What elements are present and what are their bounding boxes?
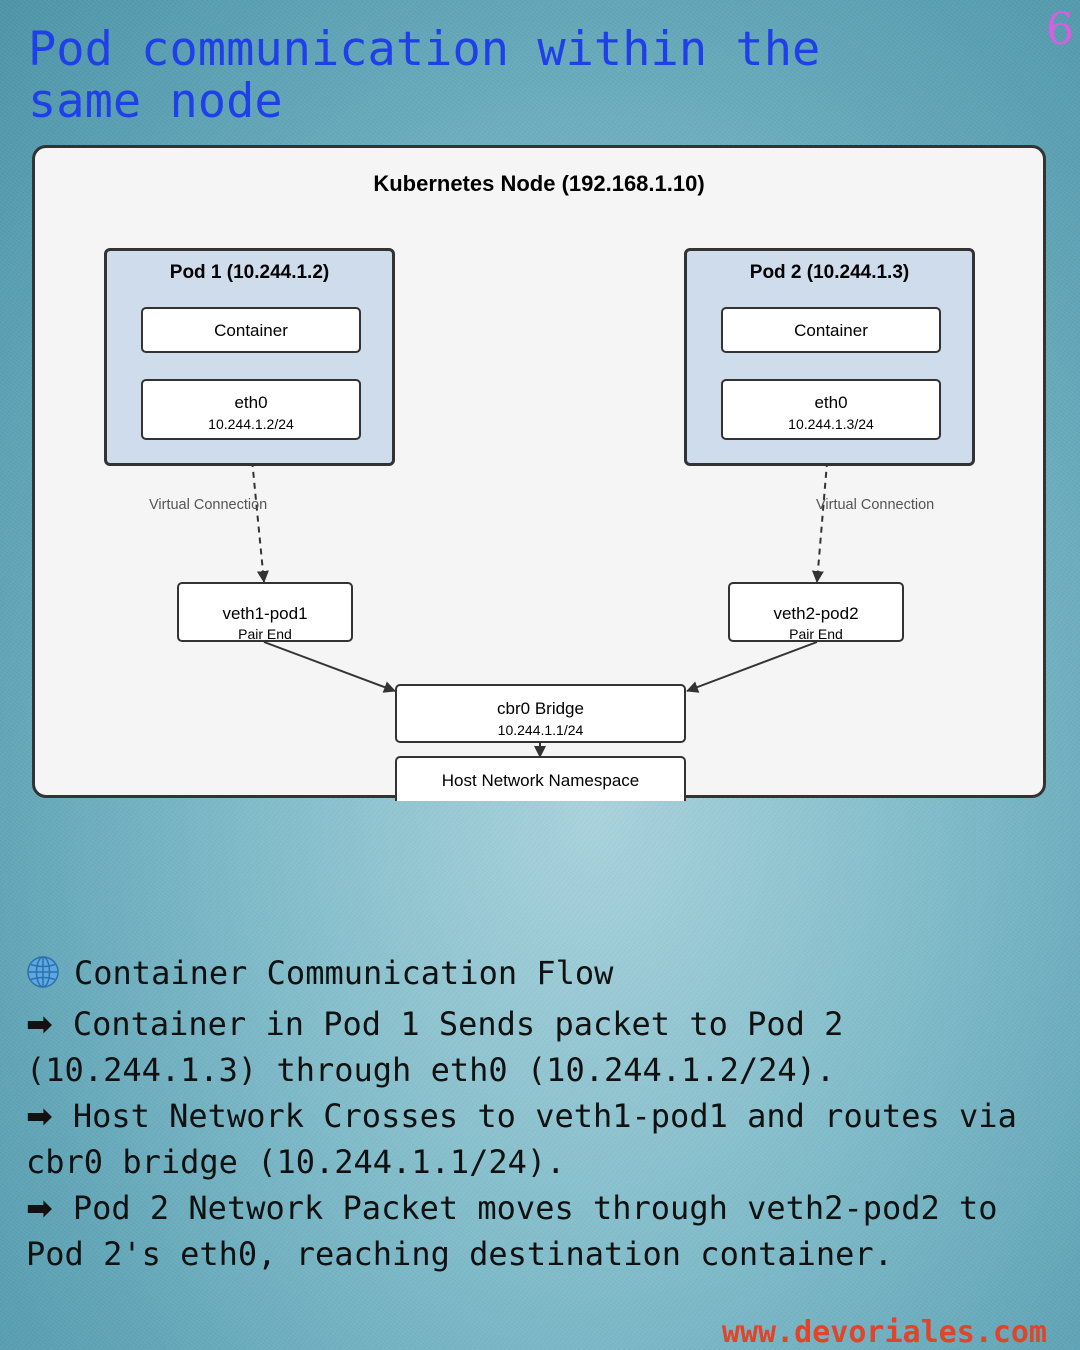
pod-1-container-label: Container	[214, 321, 288, 340]
flow-item-1-text: Container in Pod 1 Sends packet to Pod 2…	[26, 1005, 844, 1089]
right-arrow-icon: ➡	[26, 1189, 53, 1227]
pod-1-eth0-name: eth0	[234, 393, 268, 412]
pod-2-container: Container	[721, 307, 941, 353]
veth2-pod2: veth2-pod2 Pair End	[728, 582, 904, 642]
globe-icon	[26, 955, 60, 1001]
pod-1-title: Pod 1 (10.244.1.2)	[169, 262, 330, 283]
pod-2-eth0-name: eth0	[814, 393, 848, 412]
pod-1-virtual-connection-label: Virtual Connection	[149, 497, 268, 513]
flow-heading-text: Container Communication Flow	[74, 954, 614, 992]
pod-1-container: Container	[141, 307, 361, 353]
flow-item-2: ➡Host Network Crosses to veth1-pod1 and …	[26, 1093, 1066, 1185]
pod-1: Pod 1 (10.244.1.2) Container eth0 10.244…	[104, 248, 395, 466]
page-number: 6	[1046, 4, 1074, 55]
page-title: Pod communication within the same node	[28, 22, 821, 129]
pod-2-eth0-ip: 10.244.1.3/24	[788, 416, 874, 432]
flow-item-3-text: Pod 2 Network Packet moves through veth2…	[26, 1189, 998, 1273]
veth1-name: veth1-pod1	[222, 604, 308, 623]
right-arrow-icon: ➡	[26, 1097, 53, 1135]
node-title: Kubernetes Node (192.168.1.10)	[373, 171, 705, 196]
kubernetes-node-diagram: Kubernetes Node (192.168.1.10) Pod 1 (10…	[32, 145, 1046, 801]
veth2-to-bridge-arrow	[686, 641, 818, 693]
right-arrow-icon: ➡	[26, 1005, 53, 1043]
pod-2-container-label: Container	[794, 321, 868, 340]
flow-item-2-text: Host Network Crosses to veth1-pod1 and r…	[26, 1097, 1017, 1181]
pod-2-title: Pod 2 (10.244.1.3)	[749, 262, 910, 283]
veth1-sub: Pair End	[238, 626, 292, 642]
pod-1-eth0-ip: 10.244.1.2/24	[208, 416, 294, 432]
pod-1-eth0: eth0 10.244.1.2/24	[141, 379, 361, 440]
footer-url[interactable]: www.devoriales.com	[721, 1315, 1047, 1350]
veth1-pod1: veth1-pod1 Pair End	[177, 582, 353, 642]
flow-item-3: ➡Pod 2 Network Packet moves through veth…	[26, 1185, 1066, 1277]
pod-2-eth0: eth0 10.244.1.3/24	[721, 379, 941, 440]
flow-item-1: ➡Container in Pod 1 Sends packet to Pod …	[26, 1001, 1066, 1093]
host-network-namespace: Host Network Namespace	[395, 756, 686, 801]
cbr0-bridge: cbr0 Bridge 10.244.1.1/24	[395, 684, 686, 743]
veth2-sub: Pair End	[789, 626, 843, 642]
pod-2: Pod 2 (10.244.1.3) Container eth0 10.244…	[684, 248, 975, 466]
flow-description: Container Communication Flow ➡Container …	[26, 950, 1066, 1277]
bridge-name: cbr0 Bridge	[497, 699, 584, 718]
veth2-name: veth2-pod2	[773, 604, 859, 623]
flow-heading: Container Communication Flow	[26, 950, 1066, 1001]
veth1-to-bridge-arrow	[263, 641, 396, 693]
bridge-ip: 10.244.1.1/24	[497, 722, 584, 738]
pod-2-virtual-connection-label: Virtual Connection	[816, 497, 935, 513]
host-label: Host Network Namespace	[441, 771, 640, 790]
